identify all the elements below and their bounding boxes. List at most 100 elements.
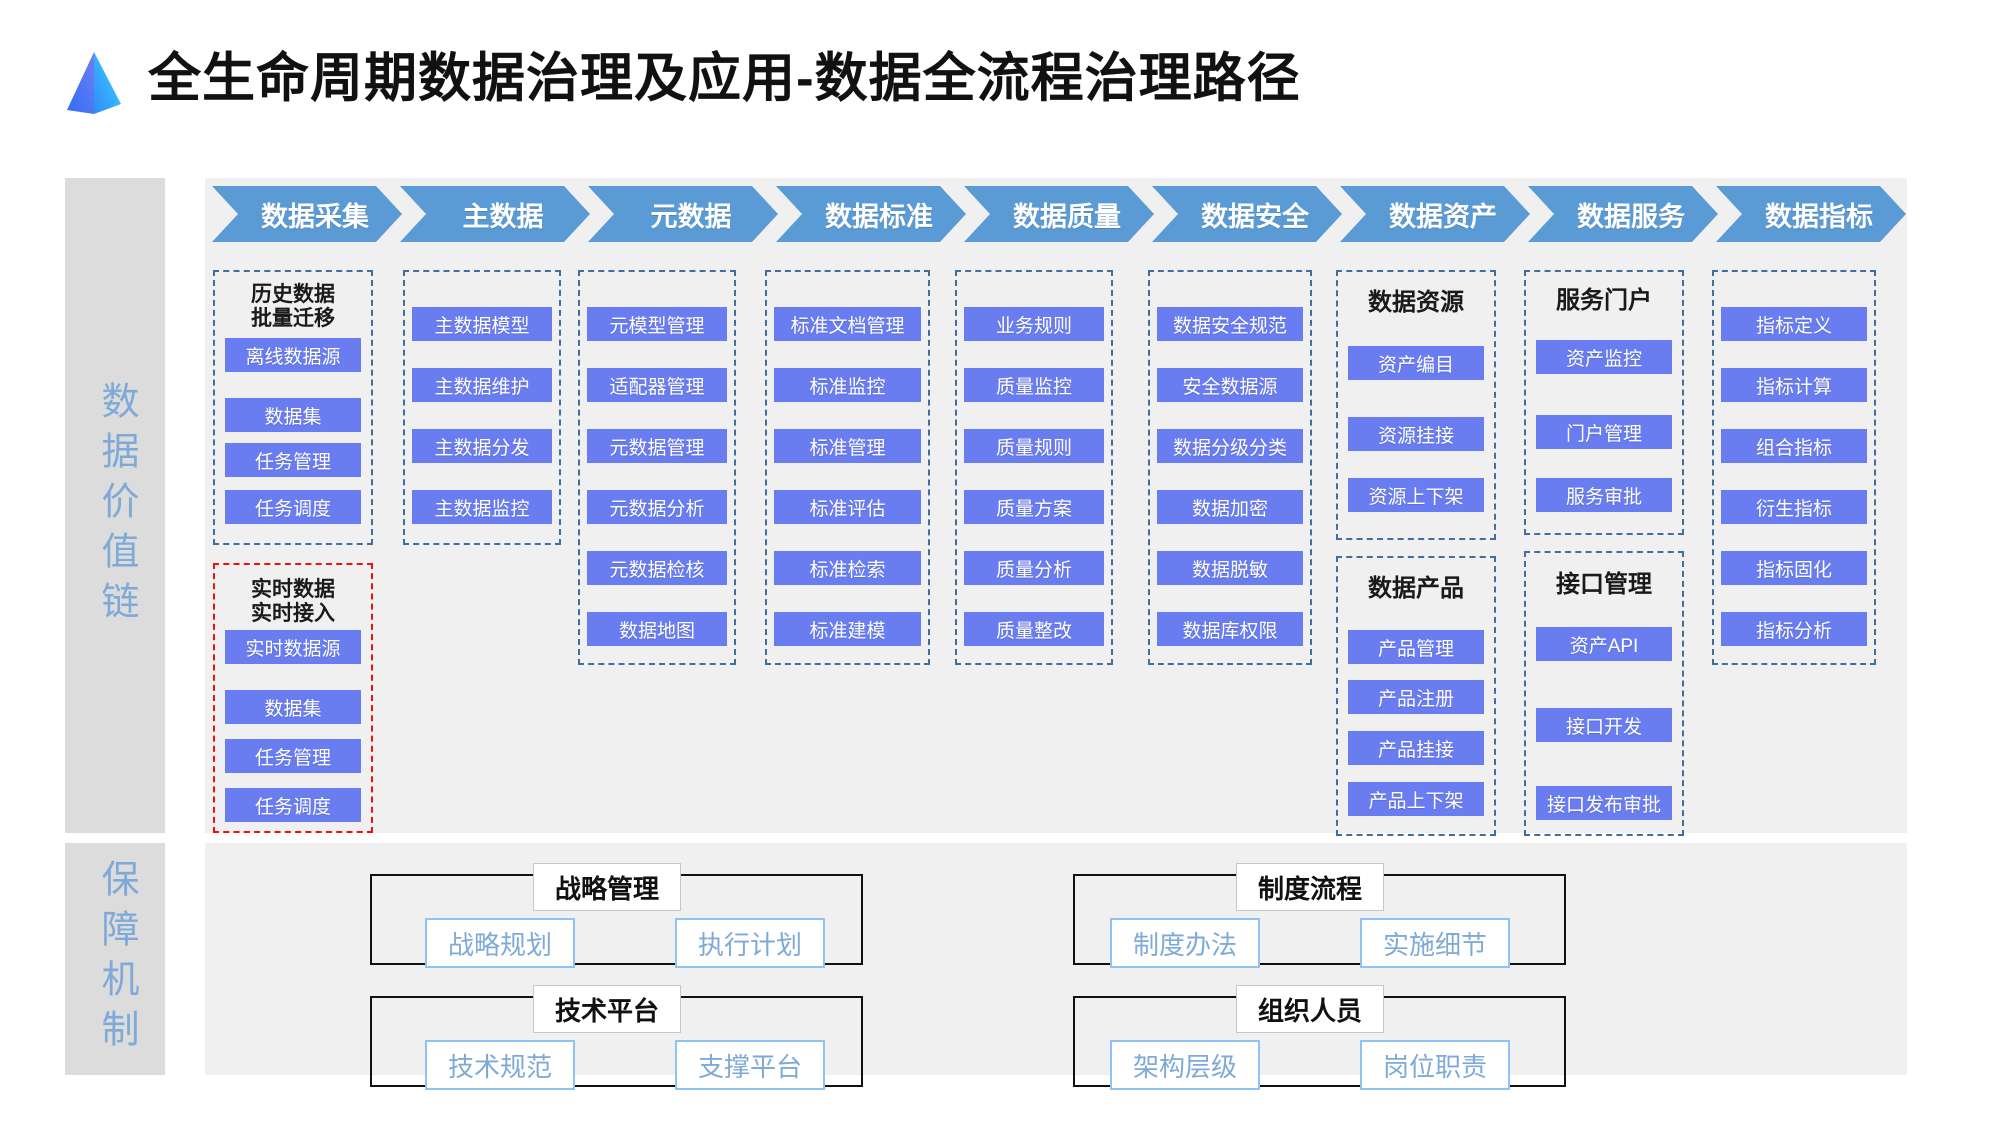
group-box-data-product <box>1336 556 1496 836</box>
chip-quality-plan[interactable]: 质量方案 <box>964 490 1104 524</box>
outline-box-strategic-planning[interactable]: 战略规划 <box>425 918 575 968</box>
outline-box-job-responsibility[interactable]: 岗位职责 <box>1360 1040 1510 1090</box>
stage-label: 元数据 <box>650 201 732 232</box>
chip-business-rule[interactable]: 业务规则 <box>964 307 1104 341</box>
chip-interface-development[interactable]: 接口开发 <box>1536 708 1672 742</box>
stage-label: 数据采集 <box>261 201 369 232</box>
chip-indicator-analysis[interactable]: 指标分析 <box>1721 612 1867 646</box>
chip-task-scheduling[interactable]: 任务调度 <box>225 490 361 524</box>
stage-label: 主数据 <box>462 201 544 232</box>
chip-standard-modeling[interactable]: 标准建模 <box>774 612 921 646</box>
stage-label: 数据指标 <box>1765 201 1873 232</box>
stage-arrow-5[interactable]: 数据质量 <box>964 186 1154 242</box>
chip-data-masking[interactable]: 数据脱敏 <box>1157 551 1303 585</box>
chip-adapter-management[interactable]: 适配器管理 <box>587 368 727 402</box>
group-box-data-quality <box>955 270 1113 665</box>
chip-offline-datasource[interactable]: 离线数据源 <box>225 338 361 372</box>
stage-arrow-9[interactable]: 数据指标 <box>1716 186 1906 242</box>
chip-task-scheduling-rt[interactable]: 任务调度 <box>225 788 361 822</box>
chip-asset-catalog[interactable]: 资产编目 <box>1348 346 1484 380</box>
chip-quality-rectification[interactable]: 质量整改 <box>964 612 1104 646</box>
chip-indicator-definition[interactable]: 指标定义 <box>1721 307 1867 341</box>
chip-master-data-model[interactable]: 主数据模型 <box>412 307 552 341</box>
stage-label: 数据标准 <box>825 201 933 232</box>
chip-metadata-management[interactable]: 元数据管理 <box>587 429 727 463</box>
chip-data-classification[interactable]: 数据分级分类 <box>1157 429 1303 463</box>
chip-master-data-maintenance[interactable]: 主数据维护 <box>412 368 552 402</box>
stage-label: 数据质量 <box>1013 201 1121 232</box>
chip-product-listing[interactable]: 产品上下架 <box>1348 782 1484 816</box>
chip-product-mounting[interactable]: 产品挂接 <box>1348 731 1484 765</box>
chip-standard-doc-management[interactable]: 标准文档管理 <box>774 307 921 341</box>
chip-metadata-analysis[interactable]: 元数据分析 <box>587 490 727 524</box>
outline-box-implementation-details[interactable]: 实施细节 <box>1360 918 1510 968</box>
chip-asset-monitoring[interactable]: 资产监控 <box>1536 340 1672 374</box>
group-title-data-product: 数据产品 <box>1368 575 1464 602</box>
page-title: 全生命周期数据治理及应用-数据全流程治理路径 <box>148 49 1301 108</box>
stage-arrow-4[interactable]: 数据标准 <box>776 186 966 242</box>
stage-label: 数据资产 <box>1389 201 1497 232</box>
group-box-metadata <box>578 270 736 665</box>
group-title-data-resource: 数据资源 <box>1368 289 1464 316</box>
chip-data-encryption[interactable]: 数据加密 <box>1157 490 1303 524</box>
chip-indicator-calculation[interactable]: 指标计算 <box>1721 368 1867 402</box>
group-box-data-security <box>1148 270 1312 665</box>
chip-product-registration[interactable]: 产品注册 <box>1348 680 1484 714</box>
chip-quality-analysis[interactable]: 质量分析 <box>964 551 1104 585</box>
page-header: 全生命周期数据治理及应用-数据全流程治理路径 <box>0 0 2000 130</box>
group-box-data-standard <box>765 270 930 665</box>
chip-standard-assessment[interactable]: 标准评估 <box>774 490 921 524</box>
stage-arrow-6[interactable]: 数据安全 <box>1152 186 1342 242</box>
stage-arrow-1[interactable]: 数据采集 <box>212 186 402 242</box>
chip-product-management[interactable]: 产品管理 <box>1348 630 1484 664</box>
sidebar-item-value-chain: 数据价值链 <box>65 178 165 833</box>
chip-secure-datasource[interactable]: 安全数据源 <box>1157 368 1303 402</box>
stage-arrow-8[interactable]: 数据服务 <box>1528 186 1718 242</box>
chip-metadata-verification[interactable]: 元数据检核 <box>587 551 727 585</box>
chip-meta-model-management[interactable]: 元模型管理 <box>587 307 727 341</box>
group-title-realtime-ingest: 实时数据实时接入 <box>251 578 335 625</box>
fieldset-title-system-process: 制度流程 <box>1236 863 1384 911</box>
chip-task-management-rt[interactable]: 任务管理 <box>225 739 361 773</box>
chip-dataset-rt[interactable]: 数据集 <box>225 690 361 724</box>
chip-composite-indicator[interactable]: 组合指标 <box>1721 429 1867 463</box>
chip-interface-publish-approval[interactable]: 接口发布审批 <box>1536 786 1672 820</box>
group-title-history-migration: 历史数据批量迁移 <box>251 283 335 330</box>
chip-quality-monitoring[interactable]: 质量监控 <box>964 368 1104 402</box>
group-box-data-indicator <box>1712 270 1876 665</box>
chip-data-map[interactable]: 数据地图 <box>587 612 727 646</box>
chip-security-specification[interactable]: 数据安全规范 <box>1157 307 1303 341</box>
chip-portal-management[interactable]: 门户管理 <box>1536 415 1672 449</box>
chip-indicator-solidification[interactable]: 指标固化 <box>1721 551 1867 585</box>
chip-database-permission[interactable]: 数据库权限 <box>1157 612 1303 646</box>
group-box-data-resource <box>1336 270 1496 540</box>
chip-standard-retrieval[interactable]: 标准检索 <box>774 551 921 585</box>
fieldset-title-organization-personnel: 组织人员 <box>1236 985 1384 1033</box>
chip-realtime-datasource[interactable]: 实时数据源 <box>225 630 361 664</box>
group-title-interface-management: 接口管理 <box>1556 571 1652 598</box>
chip-quality-rule[interactable]: 质量规则 <box>964 429 1104 463</box>
stage-arrow-3[interactable]: 元数据 <box>588 186 778 242</box>
sidebar-item-label: 数据价值链 <box>94 380 137 631</box>
outline-box-architecture-level[interactable]: 架构层级 <box>1110 1040 1260 1090</box>
chip-master-data-distribution[interactable]: 主数据分发 <box>412 429 552 463</box>
stage-arrow-2[interactable]: 主数据 <box>400 186 590 242</box>
outline-box-execution-plan[interactable]: 执行计划 <box>675 918 825 968</box>
stage-arrow-7[interactable]: 数据资产 <box>1340 186 1530 242</box>
sidebar-item-support-mechanism: 保障机制 <box>65 843 165 1075</box>
chip-asset-api[interactable]: 资产API <box>1536 627 1672 661</box>
chip-standard-monitoring[interactable]: 标准监控 <box>774 368 921 402</box>
chip-task-management[interactable]: 任务管理 <box>225 443 361 477</box>
pyramid-logo-icon <box>63 48 125 118</box>
outline-box-technical-specification[interactable]: 技术规范 <box>425 1040 575 1090</box>
chip-service-approval[interactable]: 服务审批 <box>1536 478 1672 512</box>
outline-box-support-platform[interactable]: 支撑平台 <box>675 1040 825 1090</box>
chip-resource-mounting[interactable]: 资源挂接 <box>1348 417 1484 451</box>
chip-standard-management[interactable]: 标准管理 <box>774 429 921 463</box>
stage-label: 数据服务 <box>1577 201 1685 232</box>
outline-box-system-measures[interactable]: 制度办法 <box>1110 918 1260 968</box>
chip-master-data-monitoring[interactable]: 主数据监控 <box>412 490 552 524</box>
chip-resource-listing[interactable]: 资源上下架 <box>1348 478 1484 512</box>
chip-derived-indicator[interactable]: 衍生指标 <box>1721 490 1867 524</box>
chip-dataset[interactable]: 数据集 <box>225 398 361 432</box>
